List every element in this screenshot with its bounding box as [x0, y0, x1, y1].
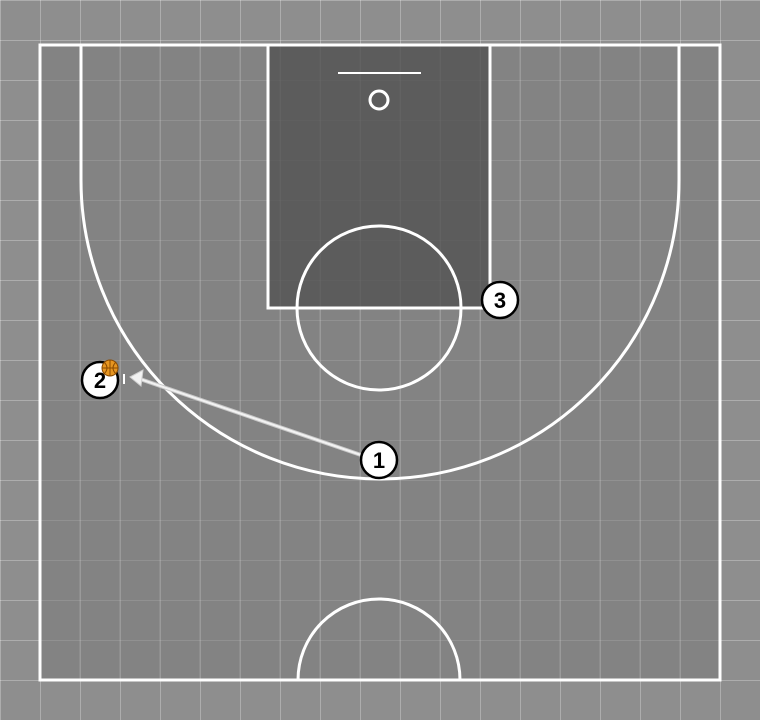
free-throw-circle [295, 224, 463, 392]
pass-arrow [123, 369, 362, 457]
basketball-icon [101, 359, 119, 377]
paint-area [266, 43, 492, 310]
arrowhead-icon [129, 369, 144, 387]
player-1[interactable]: 1 [359, 440, 399, 480]
rim [368, 89, 390, 111]
center-circle [296, 597, 462, 681]
player-2-label: 2 [94, 368, 106, 393]
player-3[interactable]: 3 [480, 280, 520, 320]
court-boundary [38, 43, 722, 682]
player-3-label: 3 [494, 288, 506, 313]
player-1-label: 1 [373, 448, 385, 473]
